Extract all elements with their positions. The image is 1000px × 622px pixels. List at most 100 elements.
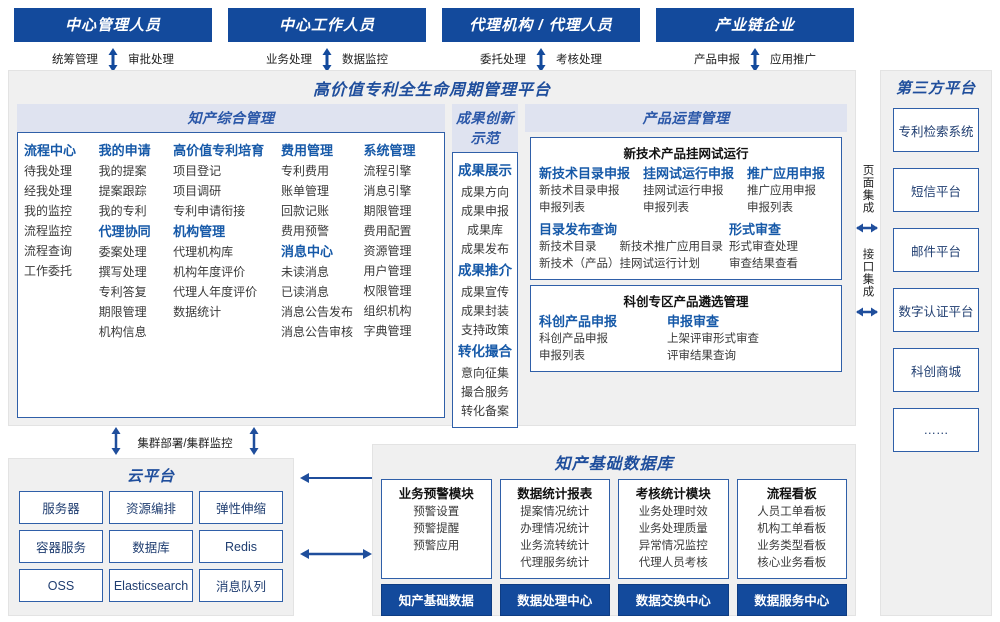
menu-item-成果发布[interactable]: 成果发布 <box>460 242 509 256</box>
menu-item-流程引擎[interactable]: 流程引擎 <box>363 164 412 178</box>
repo-item-预警提醒[interactable]: 预警提醒 <box>413 523 460 535</box>
menu-item-委案处理[interactable]: 委案处理 <box>98 245 147 259</box>
menu-item-成果封装[interactable]: 成果封装 <box>460 304 509 318</box>
group-消息中心[interactable]: 消息中心 <box>281 244 334 259</box>
menu-item-流程监控[interactable]: 流程监控 <box>24 224 73 238</box>
menu-item-撰写处理[interactable]: 撰写处理 <box>98 265 147 279</box>
menu-item-期限管理[interactable]: 期限管理 <box>98 305 147 319</box>
menu-item-代理人年度评价[interactable]: 代理人年度评价 <box>173 285 258 299</box>
menu-item-项目调研[interactable]: 项目调研 <box>173 184 222 198</box>
repo-footer-知产基础数据[interactable]: 知产基础数据 <box>381 584 492 616</box>
menu-item-经我处理[interactable]: 经我处理 <box>24 184 73 198</box>
menu-item-撮合服务[interactable]: 撮合服务 <box>460 385 509 399</box>
third-party-item-邮件平台[interactable]: 邮件平台 <box>893 228 979 272</box>
menu-item-新技术（产品）挂网试运行计划[interactable]: 新技术（产品）挂网试运行计划 <box>539 258 700 270</box>
menu-item-字典管理[interactable]: 字典管理 <box>363 324 412 338</box>
repo-item-人员工单看板[interactable]: 人员工单看板 <box>757 506 827 518</box>
repo-item-代理服务统计[interactable]: 代理服务统计 <box>520 557 590 569</box>
menu-item-我的提案[interactable]: 我的提案 <box>98 164 147 178</box>
menu-item-期限管理[interactable]: 期限管理 <box>363 204 412 218</box>
repo-item-业务类型看板[interactable]: 业务类型看板 <box>757 540 827 552</box>
repo-item-预警应用[interactable]: 预警应用 <box>413 540 460 552</box>
menu-item-提案跟踪[interactable]: 提案跟踪 <box>98 184 147 198</box>
group-我的申请[interactable]: 我的申请 <box>98 143 151 158</box>
menu-item-成果库[interactable]: 成果库 <box>466 223 503 237</box>
cloud-service-容器服务[interactable]: 容器服务 <box>19 530 103 563</box>
menu-item-支持政策[interactable]: 支持政策 <box>460 323 509 337</box>
menu-item-申报列表[interactable]: 申报列表 <box>539 350 585 362</box>
menu-item-已读消息[interactable]: 已读消息 <box>281 285 330 299</box>
menu-item-机构年度评价[interactable]: 机构年度评价 <box>173 265 246 279</box>
repo-footer-数据服务中心[interactable]: 数据服务中心 <box>736 584 847 616</box>
repo-footer-数据处理中心[interactable]: 数据处理中心 <box>499 584 610 616</box>
cloud-service-OSS[interactable]: OSS <box>19 569 103 602</box>
cloud-service-Elasticsearch[interactable]: Elasticsearch <box>109 569 193 602</box>
menu-item-推广应用申报[interactable]: 推广应用申报 <box>747 185 816 197</box>
group-formal-review[interactable]: 形式审查 <box>729 222 782 237</box>
menu-item-我的监控[interactable]: 我的监控 <box>24 204 73 218</box>
menu-item-挂网试运行申报[interactable]: 挂网试运行申报 <box>643 185 724 197</box>
repo-item-办理情况统计[interactable]: 办理情况统计 <box>520 523 590 535</box>
group-申报审查[interactable]: 申报审查 <box>667 314 720 329</box>
menu-item-消息引擎[interactable]: 消息引擎 <box>363 184 412 198</box>
menu-item-代理机构库[interactable]: 代理机构库 <box>173 245 234 259</box>
group-系统管理[interactable]: 系统管理 <box>363 143 416 158</box>
group-转化撮合[interactable]: 转化撮合 <box>458 344 512 359</box>
cloud-service-Redis[interactable]: Redis <box>199 530 283 563</box>
menu-item-消息公告发布[interactable]: 消息公告发布 <box>281 305 354 319</box>
repo-item-代理人员考核[interactable]: 代理人员考核 <box>638 557 708 569</box>
group-机构管理[interactable]: 机构管理 <box>173 224 226 239</box>
menu-item-我的专利[interactable]: 我的专利 <box>98 204 147 218</box>
menu-item-新技术目录 新技术推广应用目录[interactable]: 新技术目录 新技术推广应用目录 <box>539 241 723 253</box>
group-挂网试运行申报[interactable]: 挂网试运行申报 <box>643 166 735 181</box>
menu-item-待我处理[interactable]: 待我处理 <box>24 164 73 178</box>
third-party-item-专利检索系统[interactable]: 专利检索系统 <box>893 108 979 152</box>
repo-footer-数据交换中心[interactable]: 数据交换中心 <box>618 584 729 616</box>
menu-item-上架评审形式审查[interactable]: 上架评审形式审查 <box>667 333 759 345</box>
menu-item-成果宣传[interactable]: 成果宣传 <box>460 285 509 299</box>
group-新技术目录申报[interactable]: 新技术目录申报 <box>539 166 631 181</box>
group-高价值专利培育[interactable]: 高价值专利培育 <box>173 143 265 158</box>
menu-item-科创产品申报[interactable]: 科创产品申报 <box>539 333 608 345</box>
group-流程中心[interactable]: 流程中心 <box>24 143 77 158</box>
third-party-item-科创商城[interactable]: 科创商城 <box>893 348 979 392</box>
cloud-service-弹性伸缩[interactable]: 弹性伸缩 <box>199 491 283 524</box>
group-catalog-publish-query[interactable]: 目录发布查询 <box>539 222 618 237</box>
menu-item-专利答复[interactable]: 专利答复 <box>98 285 147 299</box>
third-party-item-数字认证平台[interactable]: 数字认证平台 <box>893 288 979 332</box>
menu-item-成果方向[interactable]: 成果方向 <box>460 185 509 199</box>
cloud-service-消息队列[interactable]: 消息队列 <box>199 569 283 602</box>
repo-item-业务处理质量[interactable]: 业务处理质量 <box>638 523 708 535</box>
repo-item-机构工单看板[interactable]: 机构工单看板 <box>757 523 827 535</box>
menu-item-未读消息[interactable]: 未读消息 <box>281 265 330 279</box>
menu-item-申报列表[interactable]: 申报列表 <box>539 202 585 214</box>
group-推广应用申报[interactable]: 推广应用申报 <box>747 166 826 181</box>
repo-item-异常情况监控[interactable]: 异常情况监控 <box>638 540 708 552</box>
menu-item-费用预警[interactable]: 费用预警 <box>281 224 330 238</box>
menu-item-账单管理[interactable]: 账单管理 <box>281 184 330 198</box>
third-party-item-短信平台[interactable]: 短信平台 <box>893 168 979 212</box>
menu-item-成果申报[interactable]: 成果申报 <box>460 204 509 218</box>
cloud-service-服务器[interactable]: 服务器 <box>19 491 103 524</box>
menu-item-消息公告审核[interactable]: 消息公告审核 <box>281 325 354 339</box>
menu-item-申报列表[interactable]: 申报列表 <box>747 202 793 214</box>
menu-item-资源管理[interactable]: 资源管理 <box>363 244 412 258</box>
menu-item-申报列表[interactable]: 申报列表 <box>643 202 689 214</box>
menu-item-流程查询[interactable]: 流程查询 <box>24 244 73 258</box>
group-代理协同[interactable]: 代理协同 <box>98 224 151 239</box>
repo-item-预警设置[interactable]: 预警设置 <box>413 506 460 518</box>
menu-item-形式审查处理[interactable]: 形式审查处理 <box>729 241 798 253</box>
cloud-service-资源编排[interactable]: 资源编排 <box>109 491 193 524</box>
menu-item-项目登记[interactable]: 项目登记 <box>173 164 222 178</box>
group-成果展示[interactable]: 成果展示 <box>458 163 512 178</box>
group-费用管理[interactable]: 费用管理 <box>281 143 334 158</box>
cloud-service-数据库[interactable]: 数据库 <box>109 530 193 563</box>
menu-item-回款记账[interactable]: 回款记账 <box>281 204 330 218</box>
menu-item-专利费用[interactable]: 专利费用 <box>281 164 330 178</box>
menu-item-组织机构[interactable]: 组织机构 <box>363 304 412 318</box>
repo-item-提案情况统计[interactable]: 提案情况统计 <box>520 506 590 518</box>
menu-item-权限管理[interactable]: 权限管理 <box>363 284 412 298</box>
menu-item-新技术目录申报[interactable]: 新技术目录申报 <box>539 185 620 197</box>
menu-item-意向征集[interactable]: 意向征集 <box>460 366 509 380</box>
menu-item-审查结果查看[interactable]: 审查结果查看 <box>729 258 798 270</box>
